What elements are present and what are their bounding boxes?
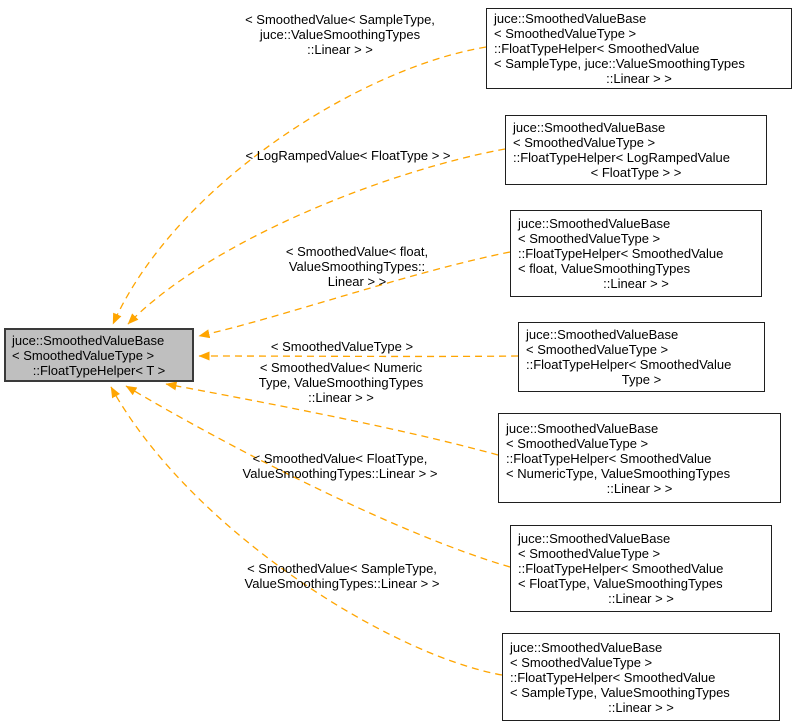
node-text-line: < SmoothedValueType > [526, 342, 669, 357]
node-text-line: < float, ValueSmoothingTypes [518, 261, 691, 276]
node-text-line: ::Linear > > [606, 71, 672, 86]
edge-label-line: ValueSmoothingTypes::Linear > > [244, 576, 440, 591]
node-text-line: ::FloatTypeHelper< T > [32, 362, 166, 378]
edge-label-line: ::Linear > > [308, 390, 374, 405]
edge-label-3: < SmoothedValue< float, ValueSmoothingTy… [232, 244, 482, 289]
edge-label-4: < SmoothedValueType > [222, 339, 462, 354]
edge-label-line: ValueSmoothingTypes:: [288, 259, 426, 274]
edge-label-line: juce::ValueSmoothingTypes [259, 27, 421, 42]
node-text-line: juce::SmoothedValueBase [510, 639, 663, 655]
node-text-line: juce::SmoothedValueBase [526, 327, 679, 342]
node-text-line: Type > [621, 372, 662, 387]
node-text-line: juce::SmoothedValueBase [506, 420, 659, 436]
node-text-line: juce::SmoothedValueBase [518, 531, 671, 546]
edge-label-line: < SmoothedValue< FloatType, [252, 451, 428, 466]
edge-label-line: Linear > > [327, 274, 387, 289]
node-smoothedvalue-sampletype-linear[interactable]: juce::SmoothedValueBase < SmoothedValueT… [502, 633, 780, 721]
edge-label-line: < SmoothedValue< SampleType, [245, 12, 435, 27]
node-smoothedvalue-sampletype-juce-linear[interactable]: juce::SmoothedValueBase < SmoothedValueT… [486, 8, 792, 89]
template-instantiation-arrow-2 [127, 148, 506, 325]
edge-label-1: < SmoothedValue< SampleType, juce::Value… [190, 12, 490, 57]
edge-label-line: ::Linear > > [307, 42, 373, 57]
node-text-line: juce::SmoothedValueBase [518, 216, 671, 231]
edge-label-2: < LogRampedValue< FloatType > > [208, 148, 488, 163]
node-text-line: juce::SmoothedValueBase [513, 120, 666, 135]
node-text-line: juce::SmoothedValueBase [12, 332, 165, 348]
node-text-line: < SmoothedValueType > [12, 347, 155, 363]
node-text-line: ::Linear > > [608, 699, 674, 715]
node-smoothedvalue-numerictype-linear[interactable]: juce::SmoothedValueBase < SmoothedValueT… [498, 413, 781, 503]
node-text-line: < FloatType > > [590, 165, 682, 180]
edge-label-line: < SmoothedValue< SampleType, [247, 561, 437, 576]
edge-label-5: < SmoothedValue< Numeric Type, ValueSmoo… [221, 360, 461, 405]
node-text-line: < SampleType, ValueSmoothingTypes [510, 684, 730, 700]
node-text-line: ::Linear > > [606, 480, 673, 496]
node-text-line: < SmoothedValueType > [506, 435, 649, 451]
node-logrampedvalue-floattype[interactable]: juce::SmoothedValueBase < SmoothedValueT… [505, 115, 767, 185]
node-text-line: ::FloatTypeHelper< SmoothedValue [518, 561, 724, 576]
node-text-line: ::Linear > > [608, 591, 674, 606]
node-smoothedvalue-floattype-linear[interactable]: juce::SmoothedValueBase < SmoothedValueT… [510, 525, 772, 612]
edge-label-line: < SmoothedValue< float, [285, 244, 429, 259]
node-text-line: ::Linear > > [603, 276, 669, 291]
node-text-line: < SmoothedValueType > [513, 135, 656, 150]
node-text-line: < FloatType, ValueSmoothingTypes [518, 576, 723, 591]
node-text-line: < NumericType, ValueSmoothingTypes [506, 465, 731, 481]
node-smoothedvalue-float-linear[interactable]: juce::SmoothedValueBase < SmoothedValueT… [510, 210, 762, 297]
node-text-line: juce::SmoothedValueBase [494, 11, 647, 26]
edge-label-line: ValueSmoothingTypes::Linear > > [242, 466, 438, 481]
node-text-line: < SampleType, juce::ValueSmoothingTypes [494, 56, 745, 71]
node-smoothedvaluetype[interactable]: juce::SmoothedValueBase < SmoothedValueT… [518, 322, 765, 392]
edge-label-6: < SmoothedValue< FloatType, ValueSmoothi… [200, 451, 480, 481]
edge-label-line: < SmoothedValueType > [270, 339, 414, 354]
node-text-line: ::FloatTypeHelper< SmoothedValue [526, 357, 732, 372]
node-text-line: ::FloatTypeHelper< SmoothedValue [506, 450, 712, 466]
edge-label-line: Type, ValueSmoothingTypes [258, 375, 424, 390]
template-instantiation-arrow-7 [110, 386, 503, 676]
edge-label-7: < SmoothedValue< SampleType, ValueSmooth… [202, 561, 482, 591]
node-floattypehelper-primary[interactable]: juce::SmoothedValueBase < SmoothedValueT… [4, 328, 194, 382]
node-text-line: < SmoothedValueType > [518, 546, 661, 561]
node-text-line: < SmoothedValueType > [494, 26, 637, 41]
node-text-line: ::FloatTypeHelper< SmoothedValue [518, 246, 724, 261]
edge-label-line: < SmoothedValue< Numeric [259, 360, 423, 375]
node-text-line: < SmoothedValueType > [518, 231, 661, 246]
node-text-line: < SmoothedValueType > [510, 654, 653, 670]
edge-label-line: < LogRampedValue< FloatType > > [245, 148, 451, 163]
node-text-line: ::FloatTypeHelper< LogRampedValue [513, 150, 730, 165]
node-text-line: ::FloatTypeHelper< SmoothedValue [494, 41, 700, 56]
node-text-line: ::FloatTypeHelper< SmoothedValue [510, 669, 716, 685]
